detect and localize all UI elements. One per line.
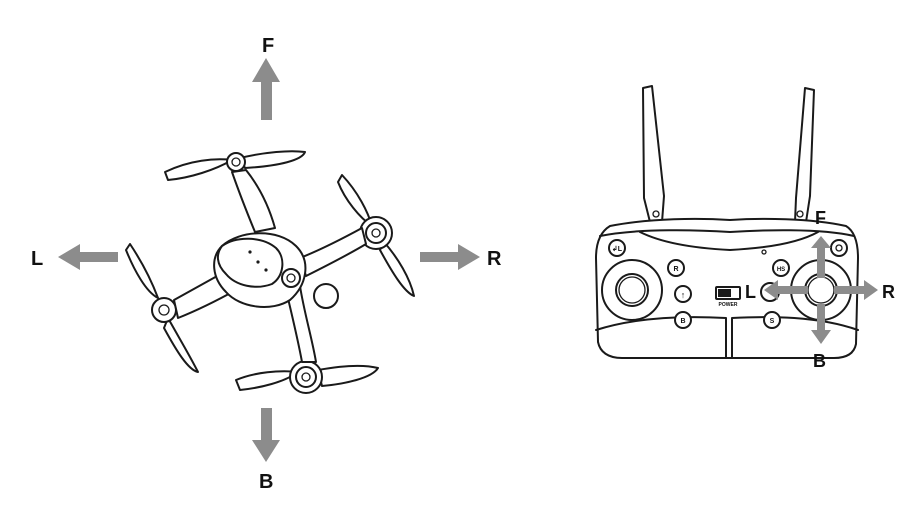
left-antenna [642, 85, 665, 223]
propeller-front-left [164, 150, 306, 181]
speed-button[interactable]: S [763, 311, 781, 329]
left-shoulder-label: ↲L [612, 245, 623, 253]
headless-button-label: HS [777, 267, 785, 273]
up-button[interactable]: ↑ [674, 285, 692, 303]
propeller-rear-left [125, 243, 199, 373]
controller-forward-arrow [811, 236, 831, 278]
drone-forward-label: F [262, 35, 274, 57]
drone [125, 150, 415, 394]
drone-right-label: R [487, 248, 502, 270]
b-button-label: B [680, 318, 685, 325]
controller-left-label: L [745, 282, 756, 302]
right-joystick[interactable] [790, 259, 852, 321]
controller-back-label: B [813, 351, 826, 371]
drone-left-label: L [31, 248, 43, 270]
controller-right-arrow [834, 280, 878, 300]
drone-left-arrow [58, 244, 118, 270]
drone-right-arrow [420, 244, 480, 270]
b-button[interactable]: B [674, 311, 692, 329]
drone-back-arrow [252, 408, 280, 462]
controller-right-label: R [882, 282, 895, 302]
r-button-label: R [673, 266, 678, 273]
drone-back-label: B [259, 471, 273, 493]
camera-button[interactable] [830, 239, 848, 257]
r-button[interactable]: R [667, 259, 685, 277]
drone-forward-arrow [252, 58, 280, 120]
controller-back-arrow [811, 304, 831, 344]
controller-forward-label: F [815, 208, 826, 228]
right-antenna [794, 87, 815, 223]
up-button-label: ↑ [681, 290, 686, 300]
propeller-front-right [337, 174, 415, 297]
power-label: POWER [719, 302, 738, 308]
controller-left-arrow [764, 280, 808, 300]
controller: ↲L R HS ↑ B S POWER [595, 85, 859, 359]
left-shoulder-button[interactable]: ↲L [608, 239, 626, 257]
headless-button[interactable]: HS [772, 259, 790, 277]
power-switch[interactable] [715, 286, 741, 300]
speed-button-label: S [770, 318, 775, 325]
left-joystick[interactable] [601, 259, 663, 321]
propeller-rear-right [235, 360, 379, 394]
